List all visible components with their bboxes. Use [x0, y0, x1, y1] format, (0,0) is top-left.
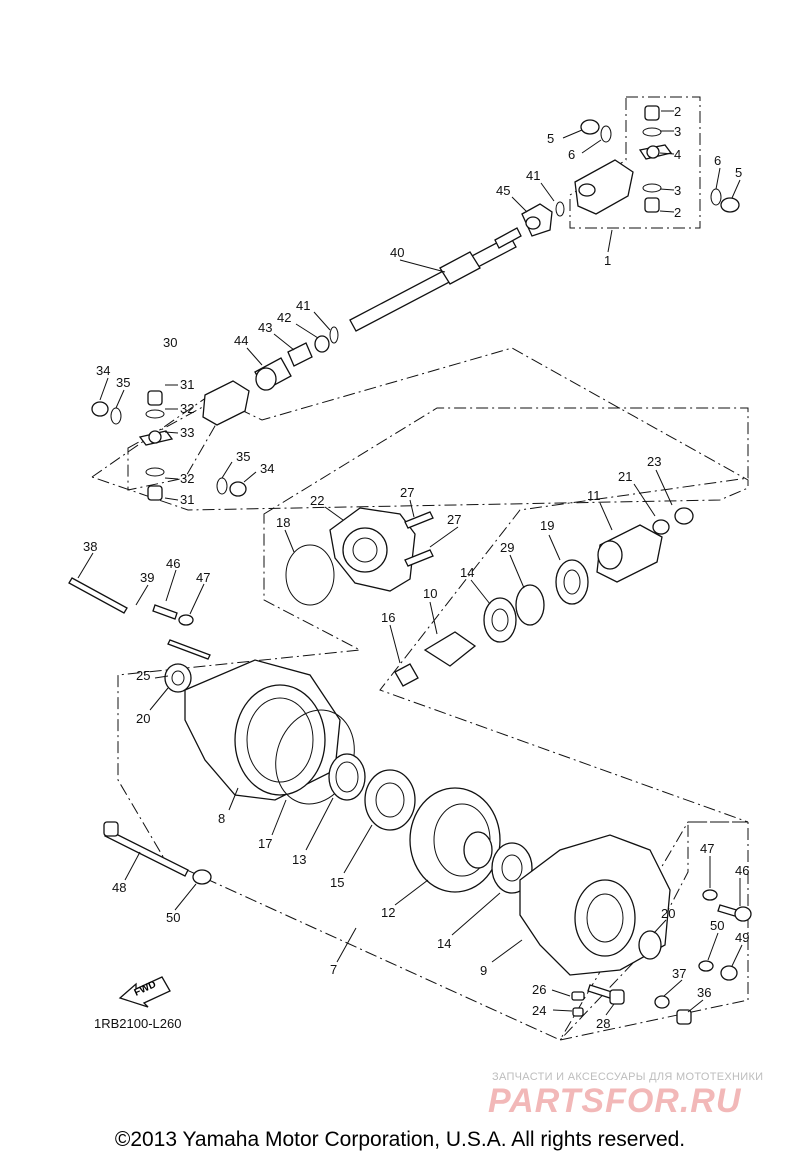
- part-label: 14: [437, 936, 451, 951]
- diagram-code: 1RB2100-L260: [94, 1016, 181, 1031]
- part-label: 47: [700, 841, 714, 856]
- part-label: 48: [112, 880, 126, 895]
- main-case-left: [164, 659, 341, 801]
- part-labels: 2 3 4 3 2 5 6 6 5 1 41 45 40 41 42 43 44…: [83, 104, 749, 1031]
- part-label: 16: [381, 610, 395, 625]
- part-label: 30: [163, 335, 177, 350]
- pins-bolts-left: [68, 577, 211, 660]
- part-label: 50: [710, 918, 724, 933]
- leader-lines: [77, 110, 743, 1016]
- part-label: 46: [735, 863, 749, 878]
- part-label: 35: [116, 375, 130, 390]
- part-label: 17: [258, 836, 272, 851]
- part-label: 50: [166, 910, 180, 925]
- part-label: 8: [218, 811, 225, 826]
- part-label: 25: [136, 668, 150, 683]
- part-label: 47: [196, 570, 210, 585]
- drive-shaft: [349, 227, 522, 332]
- watermark-subtitle: ЗАПЧАСТИ И АКСЕССУАРЫ ДЛЯ МОТОТЕХНИКИ: [492, 1071, 764, 1083]
- part-label: 2: [674, 104, 681, 119]
- long-bolt: [103, 821, 212, 885]
- part-label: 15: [330, 875, 344, 890]
- output-yoke: [394, 507, 694, 687]
- part-label: 39: [140, 570, 154, 585]
- ring-gear-assembly: [409, 787, 533, 894]
- part-label: 49: [735, 930, 749, 945]
- universal-joint-front: [521, 105, 740, 237]
- part-label: 3: [674, 183, 681, 198]
- universal-joint-rear: [91, 380, 250, 501]
- part-label: 27: [400, 485, 414, 500]
- part-label: 7: [330, 962, 337, 977]
- ring-shim-bearing: [275, 709, 416, 831]
- part-label: 32: [180, 401, 194, 416]
- part-label: 31: [180, 377, 194, 392]
- part-label: 34: [260, 461, 274, 476]
- part-label: 14: [460, 565, 474, 580]
- part-label: 9: [480, 963, 487, 978]
- part-label: 1: [604, 253, 611, 268]
- part-label: 19: [540, 518, 554, 533]
- part-label: 26: [532, 982, 546, 997]
- rear-shaft-parts: [254, 326, 339, 391]
- part-label: 46: [166, 556, 180, 571]
- part-label: 20: [661, 906, 675, 921]
- part-label: 12: [381, 905, 395, 920]
- rear-case: [519, 834, 752, 1025]
- part-label: 2: [674, 205, 681, 220]
- copyright-footer: ©2013 Yamaha Motor Corporation, U.S.A. A…: [114, 1128, 686, 1151]
- fwd-arrow-icon: FWD: [118, 976, 171, 1008]
- part-label: 10: [423, 586, 437, 601]
- part-label: 41: [526, 168, 540, 183]
- part-label: 21: [618, 469, 632, 484]
- part-label: 20: [136, 711, 150, 726]
- part-label: 24: [532, 1003, 546, 1018]
- part-label: 11: [587, 488, 601, 503]
- part-label: 40: [390, 245, 404, 260]
- part-label: 45: [496, 183, 510, 198]
- part-label: 28: [596, 1016, 610, 1031]
- part-label: 35: [236, 449, 250, 464]
- part-label: 6: [568, 147, 575, 162]
- watermark-logo: PARTSFOR.RU: [488, 1082, 742, 1120]
- part-label: 43: [258, 320, 272, 335]
- part-label: 5: [735, 165, 742, 180]
- part-label: 37: [672, 966, 686, 981]
- part-label: 44: [234, 333, 248, 348]
- part-label: 6: [714, 153, 721, 168]
- pinion-housing: [285, 507, 434, 606]
- part-label: 36: [697, 985, 711, 1000]
- part-label: 32: [180, 471, 194, 486]
- part-label: 4: [674, 147, 681, 162]
- part-label: 42: [277, 310, 291, 325]
- part-label: 41: [296, 298, 310, 313]
- exploded-parts-diagram: FWD: [68, 96, 752, 1041]
- part-label: 29: [500, 540, 514, 555]
- part-label: 22: [310, 493, 324, 508]
- part-label: 34: [96, 363, 110, 378]
- part-label: 27: [447, 512, 461, 527]
- part-label: 31: [180, 492, 194, 507]
- part-label: 23: [647, 454, 661, 469]
- part-label: 38: [83, 539, 97, 554]
- part-label: 33: [180, 425, 194, 440]
- part-label: 5: [547, 131, 554, 146]
- part-label: 13: [292, 852, 306, 867]
- part-label: 18: [276, 515, 290, 530]
- part-label: 3: [674, 124, 681, 139]
